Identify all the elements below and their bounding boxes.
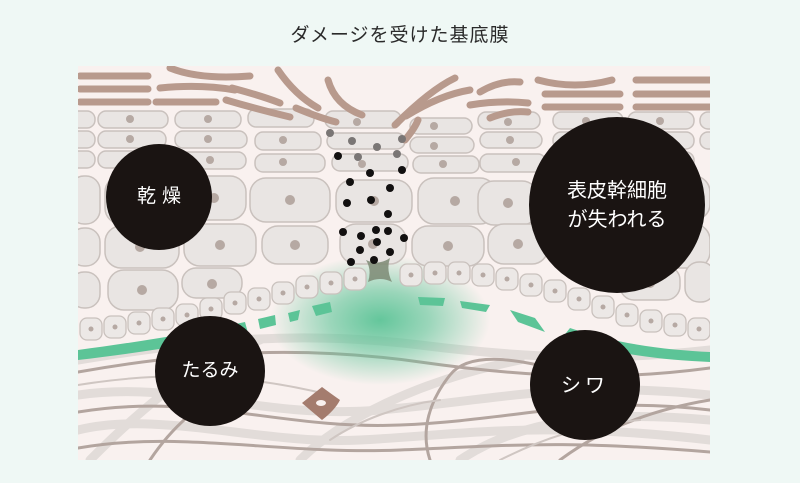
diagram-title: ダメージを受けた基底膜 [290,24,510,46]
badge-sagging-label: たるみ [181,359,239,382]
badge-stem-cells-line1: 表皮幹細胞 [567,178,667,202]
badge-dryness: 乾 燥 [106,144,212,250]
damage-particles [326,129,408,266]
badge-dryness-label: 乾 燥 [136,185,182,208]
fibroblast-cell [302,387,340,420]
cell-nuclei [126,115,689,295]
damaged-stem-cell [366,258,392,282]
badge-wrinkles: シワ [530,330,640,440]
badge-wrinkles-label: シワ [561,372,609,397]
badge-sagging: たるみ [155,316,265,426]
stratum-corneum [78,66,710,144]
skin-cross-section: 乾 燥 表皮幹細胞 が失われる たるみ シワ [78,66,710,460]
badge-stem-cells-line2: が失われる [567,207,667,231]
basal-nuclei [88,270,702,332]
badge-stem-cells-lost: 表皮幹細胞 が失われる [529,117,705,293]
